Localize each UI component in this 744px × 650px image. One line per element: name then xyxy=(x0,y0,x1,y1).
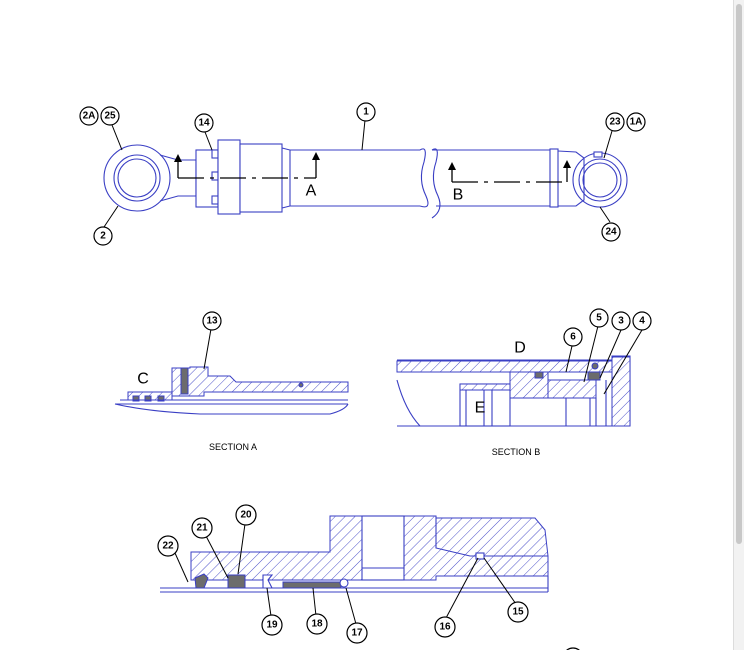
svg-text:21: 21 xyxy=(196,523,208,534)
scrollbar-thumb[interactable] xyxy=(736,4,742,544)
section-a-buffer-seal xyxy=(157,395,165,402)
gland-bolt xyxy=(211,149,219,159)
cylinder-eye-outer xyxy=(572,152,628,208)
section-b-rod xyxy=(459,383,511,427)
detail-rod-seal xyxy=(227,574,246,589)
section-b-piston-seal xyxy=(534,371,544,379)
end-cap-ring xyxy=(549,148,559,208)
callout-24: 24 xyxy=(601,222,621,242)
section-letter-e: E xyxy=(475,400,486,417)
section-letter-d: D xyxy=(514,340,526,357)
svg-text:5: 5 xyxy=(596,313,602,324)
section-a-rod-seal xyxy=(144,395,152,402)
svg-text:19: 19 xyxy=(266,620,278,631)
callout-23: 23 xyxy=(605,112,625,132)
section-b-end-cap xyxy=(611,356,631,427)
callout-15: 15 xyxy=(507,601,529,623)
callout-16: 16 xyxy=(434,616,456,638)
section-b-internal-lines xyxy=(465,380,607,426)
rod-eye-bore xyxy=(117,158,157,198)
callout-19: 19 xyxy=(261,614,283,636)
callout-4: 4 xyxy=(632,311,652,331)
end-cap xyxy=(557,150,585,207)
svg-text:15: 15 xyxy=(512,607,524,618)
callout-18: 18 xyxy=(306,613,328,635)
svg-text:1: 1 xyxy=(363,107,369,118)
svg-text:1A: 1A xyxy=(630,117,643,128)
callout-13: 13 xyxy=(202,311,222,331)
svg-text:2: 2 xyxy=(100,231,106,242)
detail-o-ring xyxy=(339,578,349,588)
svg-text:14: 14 xyxy=(198,118,210,129)
detail-step xyxy=(435,516,548,557)
callout-14: 14 xyxy=(194,113,214,133)
gland-bolt xyxy=(211,195,219,205)
section-b-rod-shoulder xyxy=(459,383,511,391)
svg-text:4: 4 xyxy=(639,316,645,327)
callout-2: 2 xyxy=(93,226,113,246)
head-taper xyxy=(281,147,291,209)
callout-6: 6 xyxy=(563,327,583,347)
detail-buffer-ring xyxy=(262,574,274,589)
rod-eye-outer xyxy=(103,144,171,212)
cylinder-eye-bushing xyxy=(582,162,618,198)
svg-text:3: 3 xyxy=(618,316,624,327)
section-a-seal xyxy=(180,367,189,395)
callout-22: 22 xyxy=(157,535,179,557)
detail-back-up-ring xyxy=(475,552,485,560)
svg-text:20: 20 xyxy=(240,510,252,521)
callout-25: 25 xyxy=(100,106,120,126)
break-line-right xyxy=(431,148,441,219)
svg-text:23: 23 xyxy=(609,117,621,128)
section-a-caption: SECTION A xyxy=(209,442,257,452)
svg-text:16: 16 xyxy=(439,622,451,633)
callout-5: 5 xyxy=(589,308,609,328)
callout-2a: 2A xyxy=(79,106,99,126)
section-line-a xyxy=(174,152,320,179)
section-b-o-ring xyxy=(591,362,599,370)
head-flange xyxy=(217,139,241,215)
callout-3: 3 xyxy=(611,311,631,331)
break-line-left xyxy=(419,148,429,208)
svg-text:24: 24 xyxy=(605,227,617,238)
callout-21: 21 xyxy=(191,517,213,539)
svg-text:6: 6 xyxy=(570,332,576,343)
svg-text:25: 25 xyxy=(104,111,116,122)
svg-text:13: 13 xyxy=(206,316,218,327)
svg-text:17: 17 xyxy=(351,628,363,639)
cylinder-eye-bore xyxy=(578,158,622,202)
cylinder-assembly-view: A B 1 14 2A 25 2 23 1A 24 xyxy=(79,102,646,246)
section-b-caption: SECTION B xyxy=(492,447,541,457)
grease-fitting xyxy=(593,151,603,158)
callout-17: 17 xyxy=(346,622,368,644)
gland-bolt xyxy=(211,171,219,181)
detail-wear-band xyxy=(282,581,342,589)
callout-1: 1 xyxy=(356,102,376,122)
section-a-view: C 13 SECTION A xyxy=(114,311,349,452)
section-b-outline xyxy=(397,355,631,427)
svg-text:18: 18 xyxy=(311,619,323,630)
callout-1a: 1A xyxy=(626,112,646,132)
section-letter-a: A xyxy=(306,183,317,200)
section-b-break xyxy=(396,379,421,427)
section-letter-c: C xyxy=(137,371,149,388)
section-a-rod-break xyxy=(114,403,349,415)
detail-port-bore xyxy=(361,515,405,581)
section-b-wear-ring xyxy=(587,371,601,381)
section-letter-b: B xyxy=(453,187,464,204)
detail-wiper xyxy=(194,573,209,589)
detail-view: 22 21 20 19 18 17 16 15 xyxy=(157,504,580,650)
section-b-barrel-wall xyxy=(396,360,613,373)
callout-20: 20 xyxy=(235,504,257,526)
section-line-b xyxy=(448,160,571,183)
rod-eye-bushing xyxy=(113,154,161,202)
section-a-grease-port xyxy=(298,382,304,388)
section-a-wiper xyxy=(132,395,140,402)
svg-text:22: 22 xyxy=(162,541,174,552)
section-a-head-body xyxy=(171,366,349,397)
svg-text:2A: 2A xyxy=(83,111,96,122)
section-b-view: D E 6 5 3 4 SECTION B xyxy=(396,308,652,457)
section-b-piston-nut xyxy=(547,379,597,399)
